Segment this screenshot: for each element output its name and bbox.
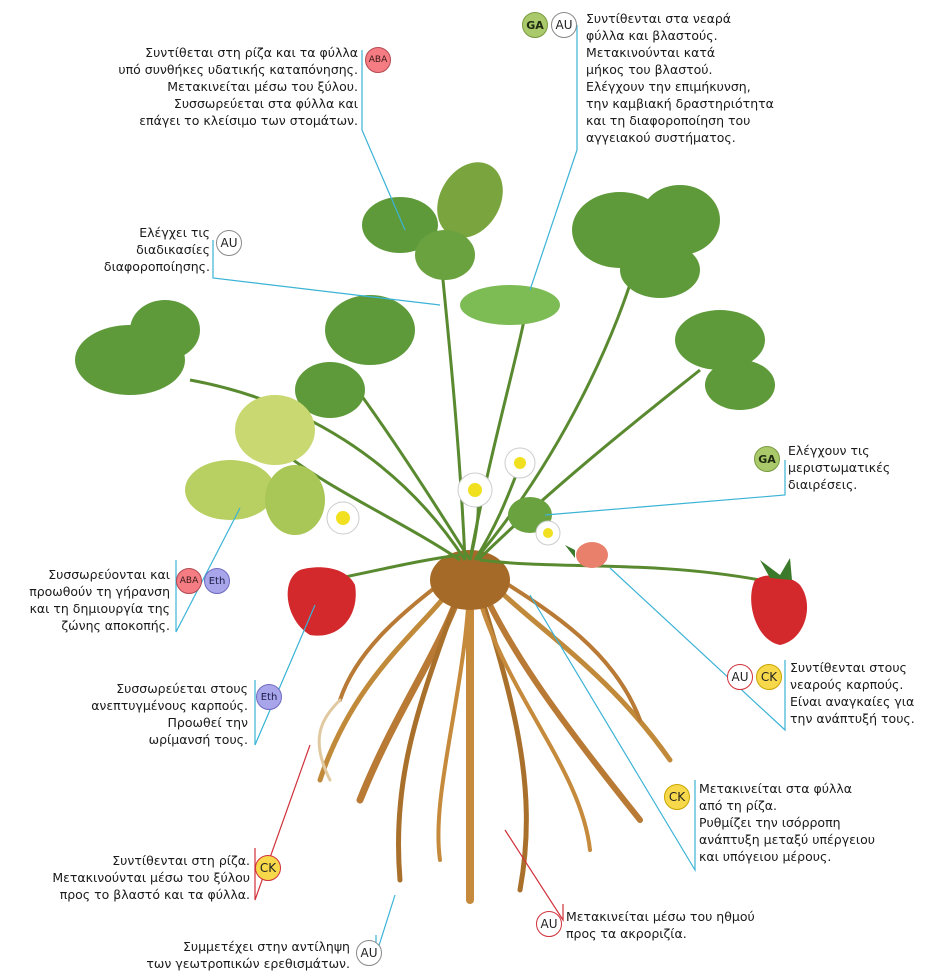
calyx: [565, 545, 575, 558]
au-badge: AU: [551, 12, 577, 38]
leaflet: [265, 465, 325, 535]
annotation-ck-root: Συντίθενται στη ρίζα. Μετακινούνται μέσω…: [30, 852, 250, 903]
strawberry-young: [576, 542, 608, 568]
strawberry-ripe-left: [288, 567, 356, 635]
leaflet: [620, 242, 700, 298]
flower-center: [514, 457, 526, 469]
annotation-ga-au-young: Συντίθενται στα νεαρά φύλλα και βλαστούς…: [586, 10, 786, 146]
connector-ga-au: [530, 25, 577, 290]
stem: [440, 250, 465, 560]
annotation-au-ck-fruit: Συντίθενται στους νεαρούς καρπούς. Είναι…: [790, 659, 930, 727]
ck-badge: CK: [664, 784, 690, 810]
annotation-au-diff: Ελέγχει τις διαδικασίες διαφοροποίησης.: [100, 224, 210, 275]
strawberry-ripe-right: [751, 575, 807, 645]
aba-badge: ABA: [176, 568, 202, 594]
eth-badge: Eth: [204, 568, 230, 594]
flower-center: [336, 511, 350, 525]
annotation-eth-fruit: Συσσωρεύεται στους ανεπτυγμένους καρπούς…: [70, 680, 248, 748]
leaves: [75, 150, 775, 535]
aba-badge: ABA: [365, 47, 391, 73]
connector-ck-leaves: [530, 595, 695, 870]
leaflet: [675, 310, 765, 370]
au-badge: AU: [356, 940, 382, 966]
au-badge: AU: [216, 230, 242, 256]
annotation-ck-leaves: Μετακινείται στα φύλλα από τη ρίζα. Ρυθμ…: [699, 780, 909, 865]
annotation-aba-leaf: Συντίθεται στη ρίζα και τα φύλλα υπό συν…: [80, 44, 358, 129]
leaflet: [460, 285, 560, 325]
leaflet: [185, 460, 275, 520]
annotation-aba-eth: Συσσωρεύονται και προωθούν τη γήρανση κα…: [10, 566, 170, 634]
flower-center: [468, 483, 482, 497]
connector-eth-fruit: [255, 605, 315, 745]
ck-badge: CK: [756, 664, 782, 690]
leaflet: [415, 230, 475, 280]
leaflet: [705, 360, 775, 410]
leaflet: [130, 300, 200, 360]
root-system: [319, 550, 670, 900]
annotation-au-gravi: Συμμετέχει στην αντίληψη των γεωτροπικών…: [120, 938, 350, 972]
leaflet: [235, 395, 315, 465]
flower-center: [543, 528, 553, 538]
annotation-au-phloem: Μετακινείται μέσω του ηθμού προς τα ακρο…: [566, 908, 786, 942]
au-badge: AU: [536, 911, 562, 937]
au-badge: AU: [727, 664, 753, 690]
stem: [350, 380, 470, 560]
ga-badge: GA: [754, 446, 780, 472]
leaflet: [325, 295, 415, 365]
ck-badge: CK: [255, 855, 281, 881]
ga-badge: GA: [522, 12, 548, 38]
connector-au-phloem: [505, 830, 563, 920]
eth-badge: Eth: [256, 684, 282, 710]
annotation-ga-meristem: Ελέγχουν τις μεριστωματικές διαιρέσεις.: [788, 442, 918, 493]
